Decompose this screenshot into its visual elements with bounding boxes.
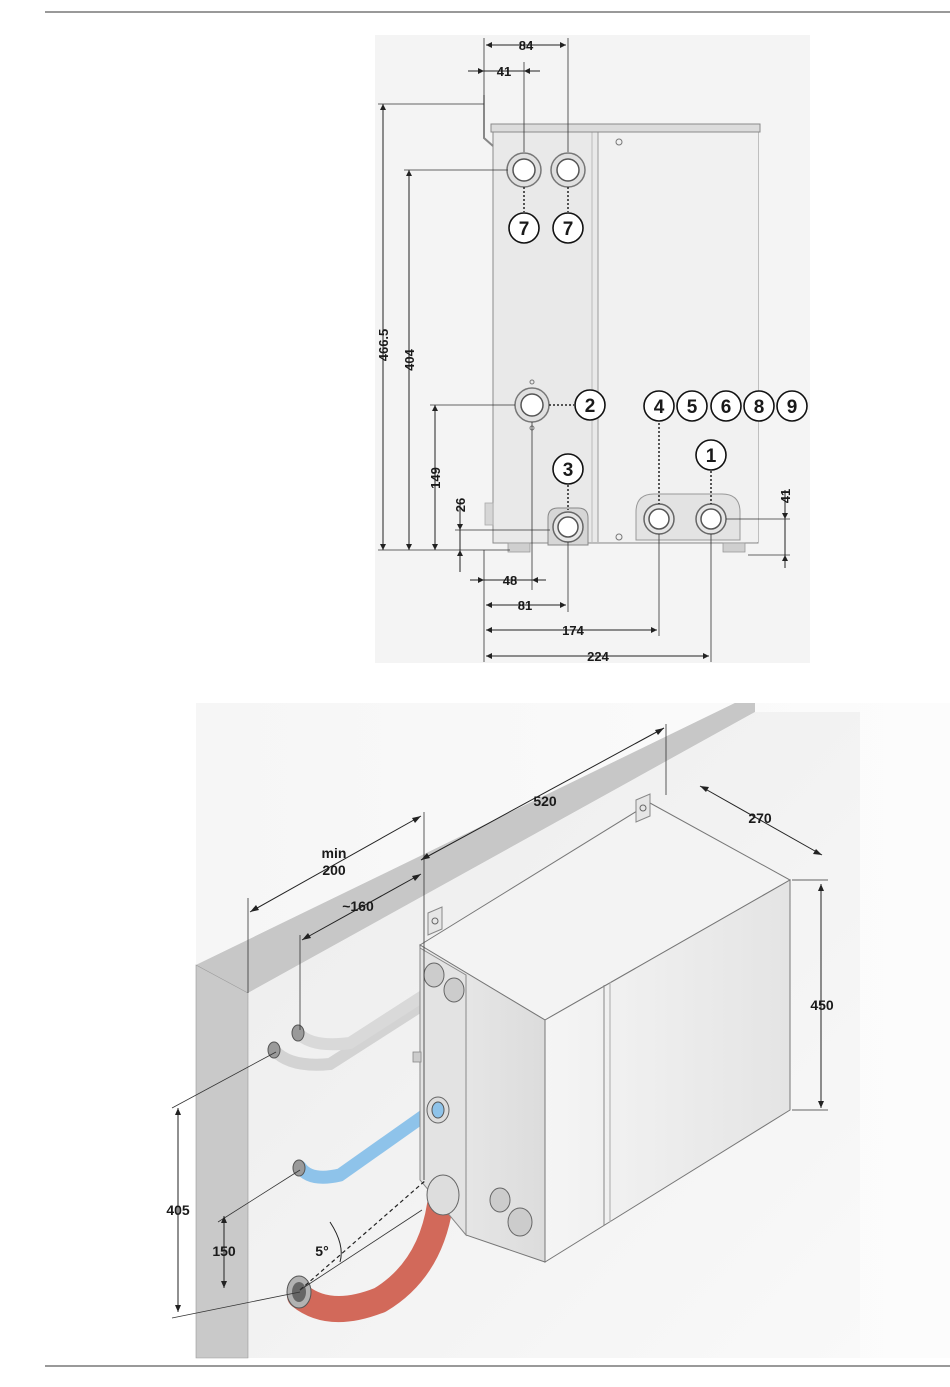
svg-text:8: 8: [754, 397, 765, 418]
svg-text:5: 5: [687, 397, 698, 418]
dim-150: 150: [212, 1243, 236, 1259]
wall-side: [196, 965, 248, 1358]
callout-7-left: 7: [509, 213, 539, 243]
dim-angle: 5°: [315, 1243, 328, 1259]
dim-466-5: 466.5: [376, 329, 391, 362]
front-view-drawing: 7 7 2 3 1 4 5 6 8 9 84 41: [375, 35, 810, 664]
connector-7-right: [551, 153, 585, 187]
callout-7-right: 7: [553, 213, 583, 243]
dim-270: 270: [748, 810, 772, 826]
svg-text:3: 3: [563, 460, 574, 481]
dim-min-label: min: [322, 845, 347, 861]
dim-26: 26: [453, 498, 468, 512]
dim-41-top: 41: [497, 64, 511, 79]
callout-5: 5: [677, 391, 707, 421]
svg-text:6: 6: [721, 397, 732, 418]
callout-2: 2: [575, 390, 605, 420]
callout-1: 1: [696, 440, 726, 470]
callout-8: 8: [744, 391, 774, 421]
svg-text:1: 1: [706, 446, 717, 467]
svg-text:9: 9: [787, 397, 798, 418]
svg-text:7: 7: [563, 219, 574, 240]
connector-1: [696, 504, 726, 534]
callout-9: 9: [777, 391, 807, 421]
dim-41-right: 41: [778, 489, 793, 503]
dim-min-value: 200: [322, 862, 346, 878]
svg-text:7: 7: [519, 219, 530, 240]
dim-404: 404: [402, 348, 417, 370]
dim-48: 48: [503, 573, 517, 588]
connector-7-left: [507, 153, 541, 187]
svg-text:2: 2: [585, 396, 596, 417]
dim-224: 224: [587, 649, 609, 664]
dim-81: 81: [518, 598, 532, 613]
unit-top-lid: [491, 124, 760, 132]
callout-6: 6: [711, 391, 741, 421]
connector-2: [515, 388, 549, 422]
installation-view: 520 min 200 ~160 270 450 405 150 5°: [166, 703, 950, 1358]
dim-174: 174: [562, 623, 584, 638]
dim-84: 84: [519, 38, 534, 53]
dim-149: 149: [428, 467, 443, 489]
dim-160: ~160: [342, 898, 374, 914]
callout-3: 3: [553, 454, 583, 484]
svg-text:4: 4: [654, 397, 665, 418]
dim-450: 450: [810, 997, 834, 1013]
dim-520: 520: [533, 793, 557, 809]
callout-4: 4: [644, 391, 674, 421]
dim-405: 405: [166, 1202, 190, 1218]
connector-3: [548, 508, 588, 545]
connector-4: [644, 504, 674, 534]
